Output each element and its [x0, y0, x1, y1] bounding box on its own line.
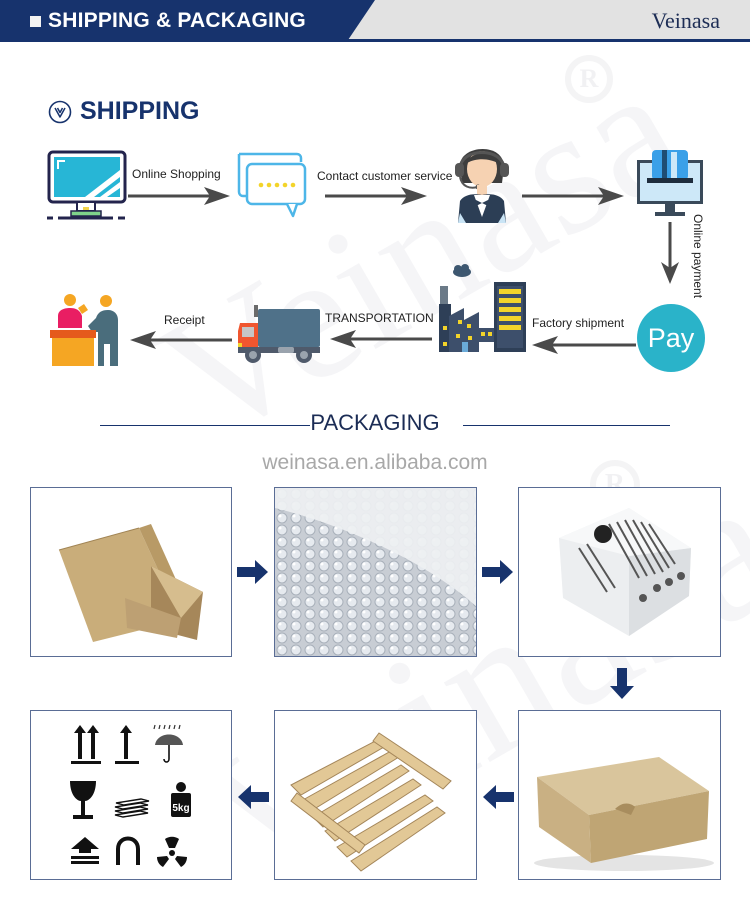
registered-mark-icon: R [565, 55, 613, 103]
arrow-right-icon [522, 187, 624, 205]
store-url: weinasa.en.alibaba.com [262, 451, 488, 474]
packaging-step-product [518, 487, 721, 657]
payment-card-monitor-icon [637, 150, 703, 216]
header-title: SHIPPING & PACKAGING [30, 9, 306, 33]
label-receipt: Receipt [164, 313, 205, 327]
packaging-title: PACKAGING [310, 410, 440, 435]
computer-monitor-icon [47, 150, 127, 220]
fragile-glass-icon [70, 781, 96, 819]
arrow-left-icon [130, 331, 232, 349]
open-box-image [58, 524, 203, 642]
arrow-left-icon [532, 336, 636, 354]
delivery-truck-icon [238, 305, 320, 363]
keep-dry-umbrella-icon [153, 724, 183, 763]
packaging-divider-left [100, 425, 310, 426]
pay-text: Pay [647, 322, 695, 353]
arrow-right-navy-icon [237, 560, 268, 584]
reception-desk-people-icon [50, 294, 118, 366]
label-online-shopping: Online Shopping [132, 167, 221, 181]
packaging-step-bubble-wrap [274, 487, 477, 657]
header-bar: SHIPPING & PACKAGING Veinasa [0, 0, 750, 42]
pay-badge-icon: Pay [637, 304, 705, 372]
shipping-title-text: SHIPPING [80, 97, 200, 125]
arrow-down-navy-icon [610, 668, 634, 699]
lift-here-icon [71, 837, 99, 864]
stack-limit-sheets-icon [114, 798, 150, 818]
label-transportation: TRANSPORTATION [325, 311, 434, 325]
label-factory-shipment: Factory shipment [532, 316, 625, 330]
header-title-text: SHIPPING & PACKAGING [48, 9, 306, 32]
closed-carton-image [534, 757, 714, 871]
arrow-right-icon [128, 187, 230, 205]
header-title-panel [0, 0, 375, 40]
arrow-right-icon [325, 187, 427, 205]
shipping-title: SHIPPING [48, 97, 199, 126]
arrow-down-icon [661, 222, 679, 284]
arrow-left-navy-icon [238, 785, 269, 809]
weight-5kg-icon: 5kg [171, 782, 191, 817]
svg-text:5kg: 5kg [172, 803, 189, 814]
packaging-step-closed-carton [518, 710, 721, 880]
radioactive-icon [157, 836, 187, 867]
label-contact-customer-service: Contact customer service [317, 169, 453, 183]
label-online-payment: Online payment [691, 214, 705, 299]
factory-building-icon [439, 264, 526, 352]
wooden-pallet-image [290, 732, 452, 872]
packaging-step-handling-symbols: 5kg [30, 710, 232, 880]
arrow-left-navy-icon [483, 785, 514, 809]
chat-bubbles-icon [237, 152, 307, 218]
handle-with-care-magnet-icon [116, 836, 140, 865]
brand-name: Veinasa [651, 8, 720, 33]
packaging-step-open-inner-box [30, 487, 232, 657]
chevron-down-circle-icon [48, 100, 72, 123]
handling-symbols-image: 5kg [70, 724, 191, 867]
thermostat-product-image [559, 508, 691, 636]
arrow-left-icon [330, 330, 432, 348]
packaging-divider-right [463, 425, 670, 426]
header-underline [0, 39, 750, 42]
bubble-wrap-image [275, 488, 476, 656]
this-way-up-icon [115, 725, 139, 764]
arrow-right-navy-icon [482, 560, 513, 584]
square-bullet-icon [30, 15, 41, 27]
customer-service-agent-icon [455, 148, 509, 223]
packaging-step-wooden-pallet [274, 710, 477, 880]
this-way-up-double-icon [71, 725, 101, 764]
